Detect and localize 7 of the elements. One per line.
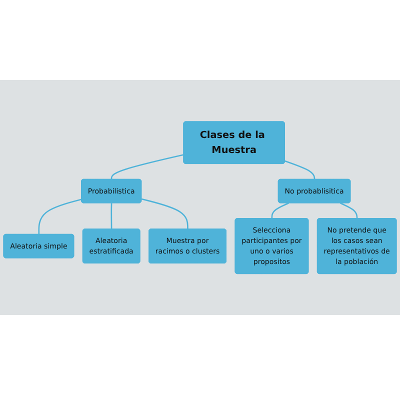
connector — [271, 202, 289, 218]
connector — [340, 202, 358, 218]
connector — [284, 160, 316, 180]
connector — [110, 202, 112, 229]
connector — [38, 198, 82, 234]
connector — [141, 198, 188, 229]
connector — [110, 154, 184, 180]
